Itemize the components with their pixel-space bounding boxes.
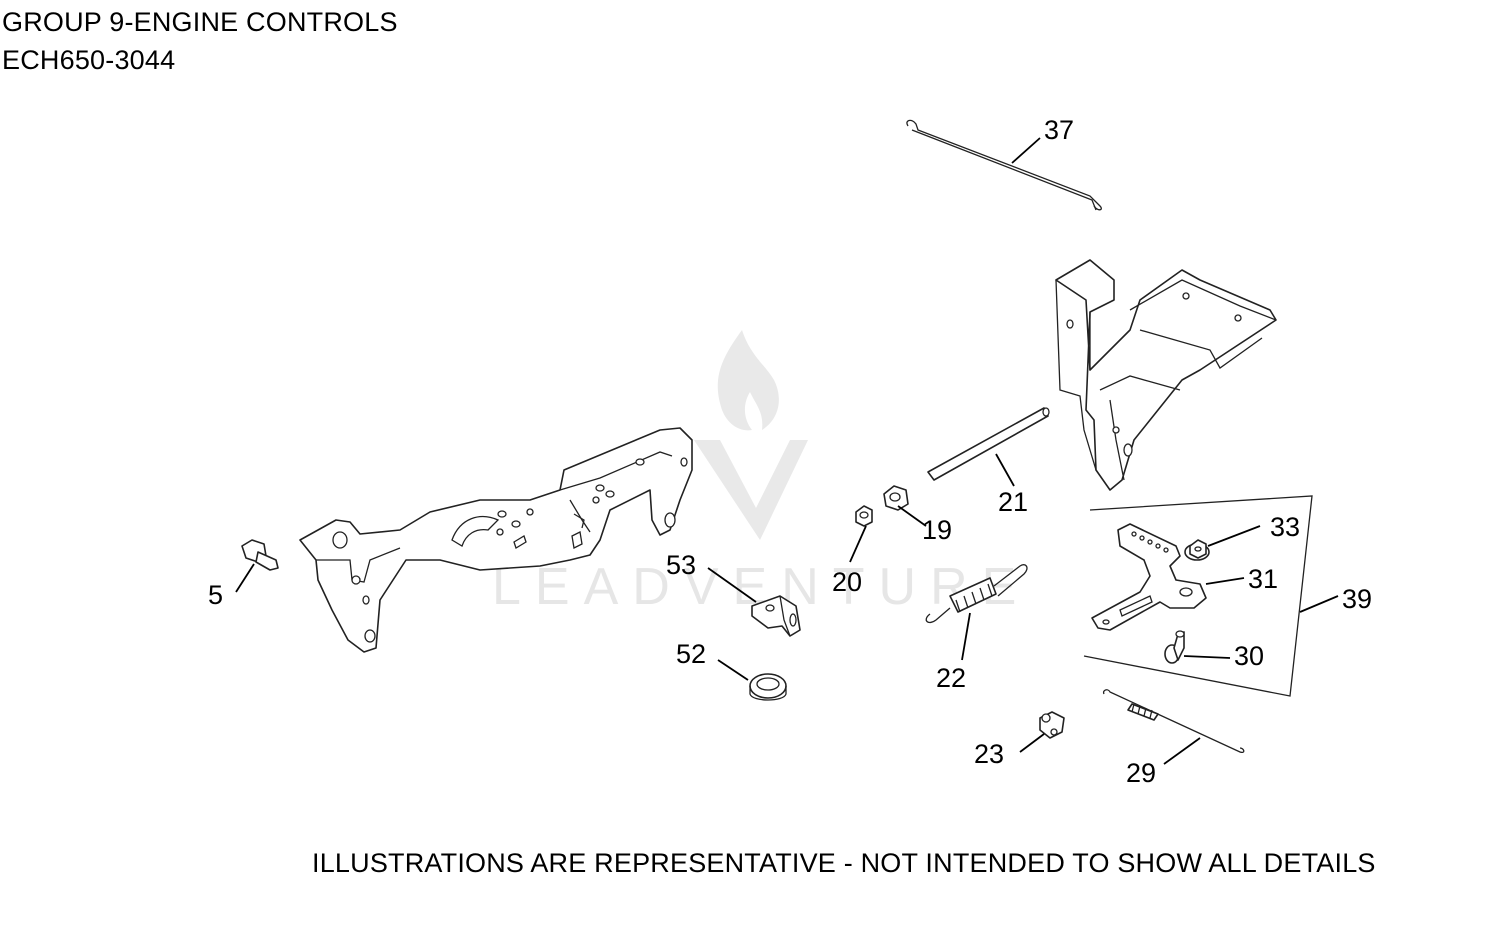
callout-31[interactable]: 31 <box>1248 564 1278 594</box>
part-5-bolt[interactable] <box>241 539 279 571</box>
callout-53[interactable]: 53 <box>666 550 696 580</box>
callout-labels: 5 37 21 19 20 53 52 22 23 29 30 31 33 39 <box>208 115 1372 788</box>
callout-20[interactable]: 20 <box>832 567 862 597</box>
callout-37[interactable]: 37 <box>1044 115 1074 145</box>
part-22-spring[interactable] <box>925 564 1028 624</box>
page-title: GROUP 9-ENGINE CONTROLS <box>2 7 398 37</box>
callout-23[interactable]: 23 <box>974 739 1004 769</box>
part-23-clip[interactable] <box>1039 711 1065 739</box>
disclaimer-text: ILLUSTRATIONS ARE REPRESENTATIVE - NOT I… <box>312 848 1376 878</box>
callout-33[interactable]: 33 <box>1270 512 1300 542</box>
part-21-rod[interactable] <box>927 407 1050 481</box>
part-30-pin[interactable] <box>1164 630 1185 664</box>
callout-29[interactable]: 29 <box>1126 758 1156 788</box>
assembly-39-outline <box>1083 495 1313 697</box>
part-31-lever[interactable] <box>1091 523 1207 631</box>
part-19-nut[interactable] <box>883 485 909 511</box>
part-53-bracket[interactable] <box>751 595 801 637</box>
large-bracket[interactable] <box>1055 259 1277 491</box>
part-20-nut[interactable] <box>855 505 873 527</box>
main-bracket-plate[interactable] <box>299 427 693 653</box>
callout-5[interactable]: 5 <box>208 580 223 610</box>
part-37-rod[interactable] <box>906 119 1102 211</box>
callout-22[interactable]: 22 <box>936 663 966 693</box>
leader-lines <box>235 137 1339 765</box>
callout-39[interactable]: 39 <box>1342 584 1372 614</box>
callout-21[interactable]: 21 <box>998 487 1028 517</box>
part-33-nut[interactable] <box>1184 539 1210 561</box>
callout-19[interactable]: 19 <box>922 515 952 545</box>
model-number: ECH650-3044 <box>2 45 176 75</box>
part-52-bushing[interactable] <box>749 673 787 701</box>
callout-52[interactable]: 52 <box>676 639 706 669</box>
part-29-spring-rod[interactable] <box>1102 689 1245 754</box>
callout-30[interactable]: 30 <box>1234 641 1264 671</box>
